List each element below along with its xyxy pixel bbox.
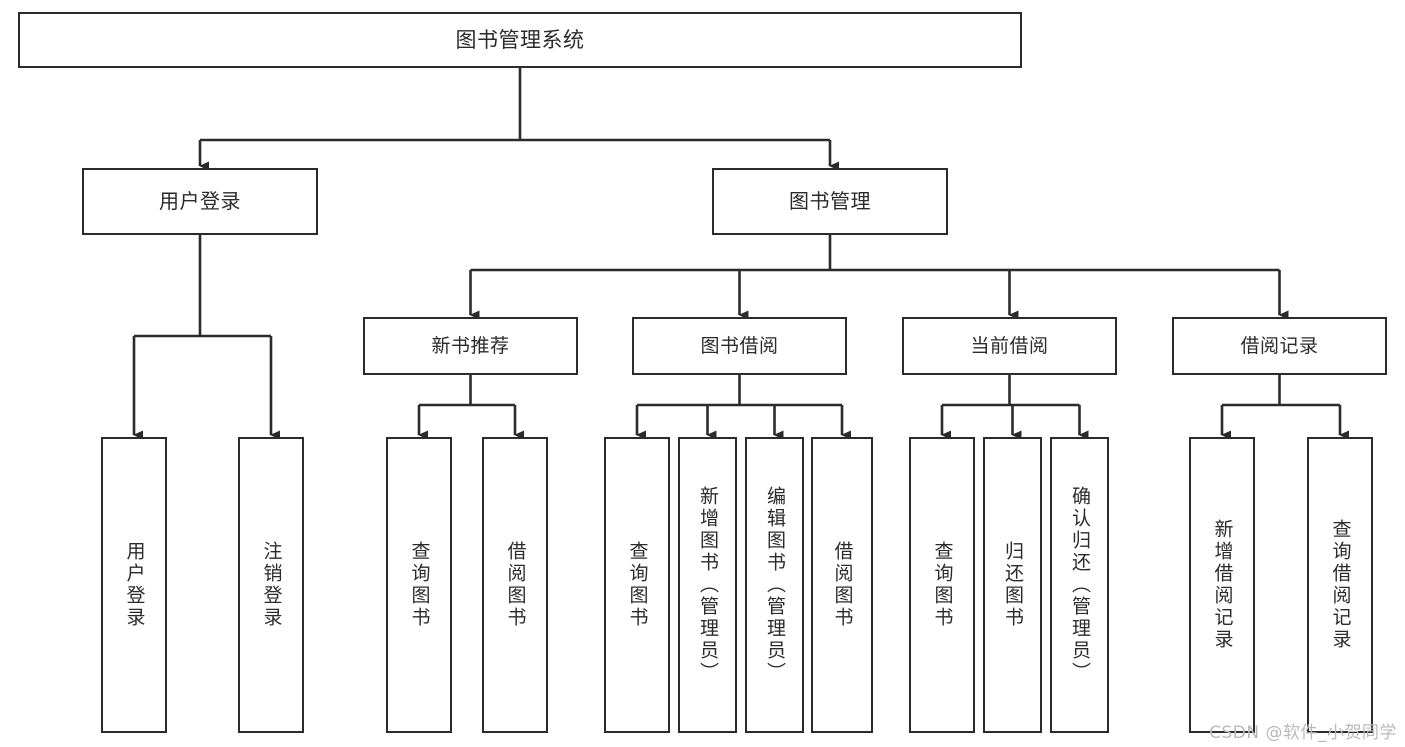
node-label: 借阅图书 (831, 541, 854, 629)
node-label: 归还图书 (1002, 541, 1024, 629)
node-leaf-add-borrow-record[interactable]: 新增借阅记录 (1189, 437, 1255, 733)
node-leaf-borrow-books-recommend[interactable]: 借阅图书 (482, 437, 548, 733)
node-label: 查询借阅记录 (1329, 519, 1352, 651)
node-label: 用户登录 (159, 188, 241, 213)
node-label: 图书管理系统 (455, 27, 585, 52)
node-label: 查询图书 (931, 541, 954, 629)
connector-group (132, 68, 1349, 440)
node-leaf-query-books-borrowing[interactable]: 查询图书 (604, 437, 670, 733)
node-leaf-query-books-current[interactable]: 查询图书 (909, 437, 975, 733)
node-leaf-logout[interactable]: 注销登录 (238, 437, 304, 733)
node-leaf-confirm-return-admin[interactable]: 确认归还（管理员） (1050, 437, 1109, 733)
node-label: 编辑图书（管理员） (764, 486, 786, 684)
node-label: 查询图书 (408, 541, 431, 629)
node-root-book-management-system[interactable]: 图书管理系统 (18, 12, 1022, 68)
node-label: 当前借阅 (970, 334, 1049, 357)
node-label: 确认归还（管理员） (1069, 486, 1091, 684)
node-book-borrowing[interactable]: 图书借阅 (632, 317, 847, 375)
node-leaf-query-books-recommend[interactable]: 查询图书 (386, 437, 452, 733)
node-label: 图书借阅 (700, 334, 779, 357)
node-leaf-return-books[interactable]: 归还图书 (983, 437, 1042, 733)
node-label: 注销登录 (260, 541, 283, 629)
node-current-borrowing[interactable]: 当前借阅 (902, 317, 1117, 375)
node-leaf-user-login[interactable]: 用户登录 (101, 437, 167, 733)
node-label: 查询图书 (626, 541, 649, 629)
node-leaf-edit-book-admin[interactable]: 编辑图书（管理员） (745, 437, 804, 733)
node-user-login[interactable]: 用户登录 (82, 168, 318, 235)
node-label: 借阅图书 (504, 541, 527, 629)
node-label: 新增图书（管理员） (697, 486, 719, 684)
node-label: 图书管理 (789, 188, 871, 213)
node-label: 新增借阅记录 (1211, 519, 1234, 651)
node-leaf-borrow-books[interactable]: 借阅图书 (811, 437, 873, 733)
node-leaf-query-borrow-record[interactable]: 查询借阅记录 (1307, 437, 1373, 733)
node-book-management[interactable]: 图书管理 (712, 168, 948, 235)
node-label: 借阅记录 (1240, 334, 1319, 357)
node-borrowing-records[interactable]: 借阅记录 (1172, 317, 1387, 375)
node-leaf-add-book-admin[interactable]: 新增图书（管理员） (678, 437, 737, 733)
node-new-book-recommendation[interactable]: 新书推荐 (363, 317, 578, 375)
node-label: 新书推荐 (431, 334, 510, 357)
node-label: 用户登录 (123, 541, 146, 629)
